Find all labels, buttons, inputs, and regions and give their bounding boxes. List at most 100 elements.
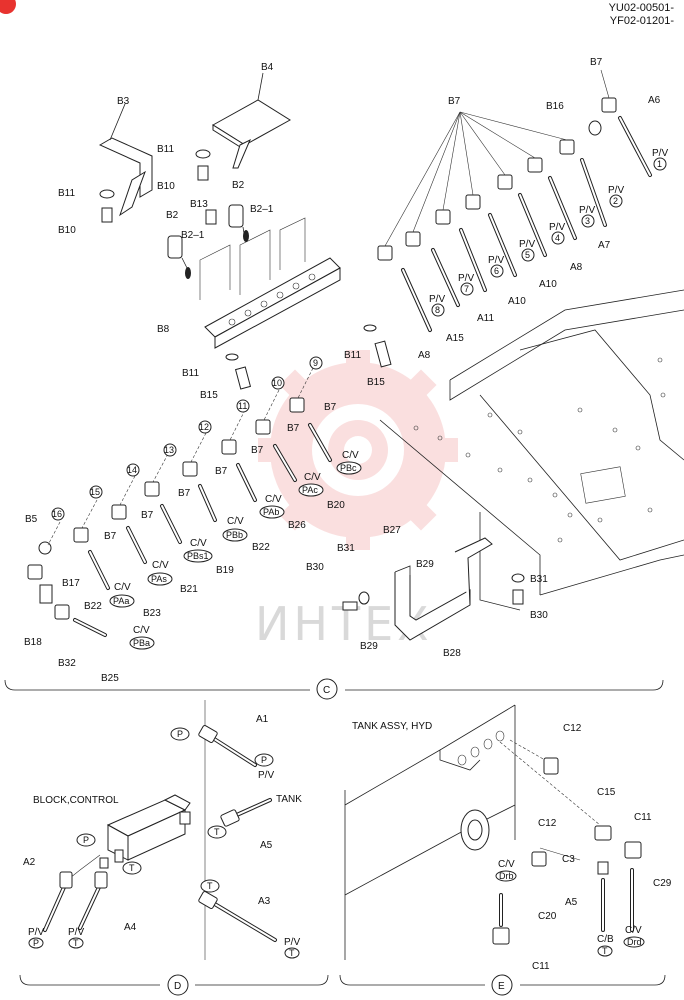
svg-text:C: C: [323, 685, 330, 696]
svg-text:7: 7: [464, 284, 469, 294]
label-b2-1-upper: B2–1: [250, 204, 274, 215]
oring-b2-1: [185, 230, 249, 279]
circled-number-10: 10: [271, 376, 285, 390]
label-b26: B26: [288, 520, 306, 531]
label-c12-top: C12: [563, 723, 582, 734]
fitting-b13: [205, 209, 217, 225]
label-b7-top: B7: [590, 57, 603, 68]
section-d-block-control: [69, 700, 206, 960]
label-b20: B20: [327, 500, 345, 511]
svg-text:6: 6: [494, 266, 499, 276]
label-b32: B32: [58, 658, 76, 669]
label-c3: C3: [562, 854, 575, 865]
label-b7-cluster: B7: [448, 96, 461, 107]
cv-label-pab: C/V PAb: [259, 494, 285, 519]
svg-text:P/V: P/V: [28, 927, 44, 938]
pv-label-4: P/V 4: [549, 222, 565, 245]
circled-number-11: 11: [236, 399, 250, 413]
tank-assy-title: TANK ASSY, HYD: [352, 721, 432, 732]
svg-text:T: T: [129, 863, 135, 873]
section-letter-d: D: [167, 974, 189, 996]
label-b21: B21: [180, 584, 198, 595]
svg-text:P/V: P/V: [549, 222, 565, 233]
label-b5: B5: [25, 514, 38, 525]
label-a5-d: A5: [260, 840, 273, 851]
label-b31-right: B31: [530, 574, 548, 585]
bolt-b10-left: [99, 189, 115, 223]
label-b16: B16: [546, 101, 564, 112]
section-e-divider: [339, 974, 666, 986]
svg-text:5: 5: [525, 250, 530, 260]
pv-label-2: P/V 2: [608, 185, 624, 208]
hoses-cv-lower: [73, 423, 332, 637]
section-d-divider: [19, 974, 329, 986]
svg-text:PBa: PBa: [133, 638, 150, 648]
svg-text:PAc: PAc: [302, 485, 318, 495]
fittings-section-e: [492, 757, 642, 945]
label-b11-upper: B11: [157, 144, 174, 155]
svg-text:P/V: P/V: [652, 148, 668, 159]
svg-text:P: P: [83, 835, 89, 845]
label-b31-left: B31: [337, 543, 355, 554]
label-b8: B8: [157, 324, 170, 335]
bolt-b30-left: [342, 591, 370, 611]
svg-text:D: D: [174, 981, 181, 992]
label-b22-left: B22: [84, 601, 102, 612]
label-b23: B23: [143, 608, 161, 619]
label-b13: B13: [190, 199, 208, 210]
label-a10-left: A10: [508, 296, 526, 307]
label-c20: C20: [538, 911, 557, 922]
pv-label-t-left: P/V T: [68, 927, 84, 949]
label-b28: B28: [443, 648, 461, 659]
svg-text:P/V: P/V: [68, 927, 84, 938]
label-b2-1-lower: B2–1: [181, 230, 205, 241]
svg-text:C/V: C/V: [190, 538, 207, 549]
bracket-b4: [212, 72, 291, 169]
label-a2: A2: [23, 857, 36, 868]
label-a7: A7: [598, 240, 611, 251]
svg-text:12: 12: [199, 422, 209, 432]
pv-label-p: P/V P: [28, 927, 44, 949]
label-tank: TANK: [276, 794, 302, 805]
label-b7-l4: B7: [215, 466, 228, 477]
corner-badge: [0, 0, 16, 14]
label-a5-e: A5: [565, 897, 578, 908]
label-b17: B17: [62, 578, 80, 589]
bolt-b15-right: [363, 324, 392, 368]
svg-text:PAb: PAb: [263, 507, 279, 517]
svg-text:PBc: PBc: [340, 463, 357, 473]
label-b11-right: B11: [344, 350, 361, 361]
svg-text:C/V: C/V: [625, 925, 642, 936]
cv-label-pas: C/V PAs: [147, 560, 173, 586]
circled-number-12: 12: [198, 420, 212, 434]
svg-text:T: T: [207, 881, 213, 891]
label-c11-right: C11: [634, 812, 652, 823]
svg-text:C/B: C/B: [597, 934, 614, 945]
label-b10-upper: B10: [157, 181, 175, 192]
port-p-block: P: [76, 833, 96, 847]
pv-label-6: P/V 6: [488, 255, 504, 278]
label-b2-lower: B2: [166, 210, 179, 221]
label-a10-right: A10: [539, 279, 557, 290]
bracket-b3: [98, 103, 153, 217]
svg-text:PAa: PAa: [113, 596, 129, 606]
label-b7-l5: B7: [178, 488, 191, 499]
svg-text:15: 15: [90, 487, 100, 497]
svg-text:2: 2: [613, 196, 618, 206]
svg-text:Drb: Drb: [499, 871, 514, 881]
svg-text:8: 8: [435, 305, 440, 315]
circled-number-15: 15: [89, 485, 103, 499]
pv-label-7: P/V 7: [458, 273, 474, 296]
label-a3: A3: [258, 896, 271, 907]
bolt-b30-right: [511, 573, 525, 605]
label-b7-l6: B7: [141, 510, 154, 521]
svg-text:P/V: P/V: [579, 205, 595, 216]
svg-text:P/V: P/V: [429, 294, 445, 305]
svg-text:P/V: P/V: [608, 185, 624, 196]
hoses-pv-top: [401, 116, 652, 332]
svg-text:P/V: P/V: [519, 239, 535, 250]
label-c12-mid: C12: [538, 818, 557, 829]
svg-text:4: 4: [555, 233, 560, 243]
label-b22-right: B22: [252, 542, 270, 553]
label-a8-upper: A8: [570, 262, 583, 273]
